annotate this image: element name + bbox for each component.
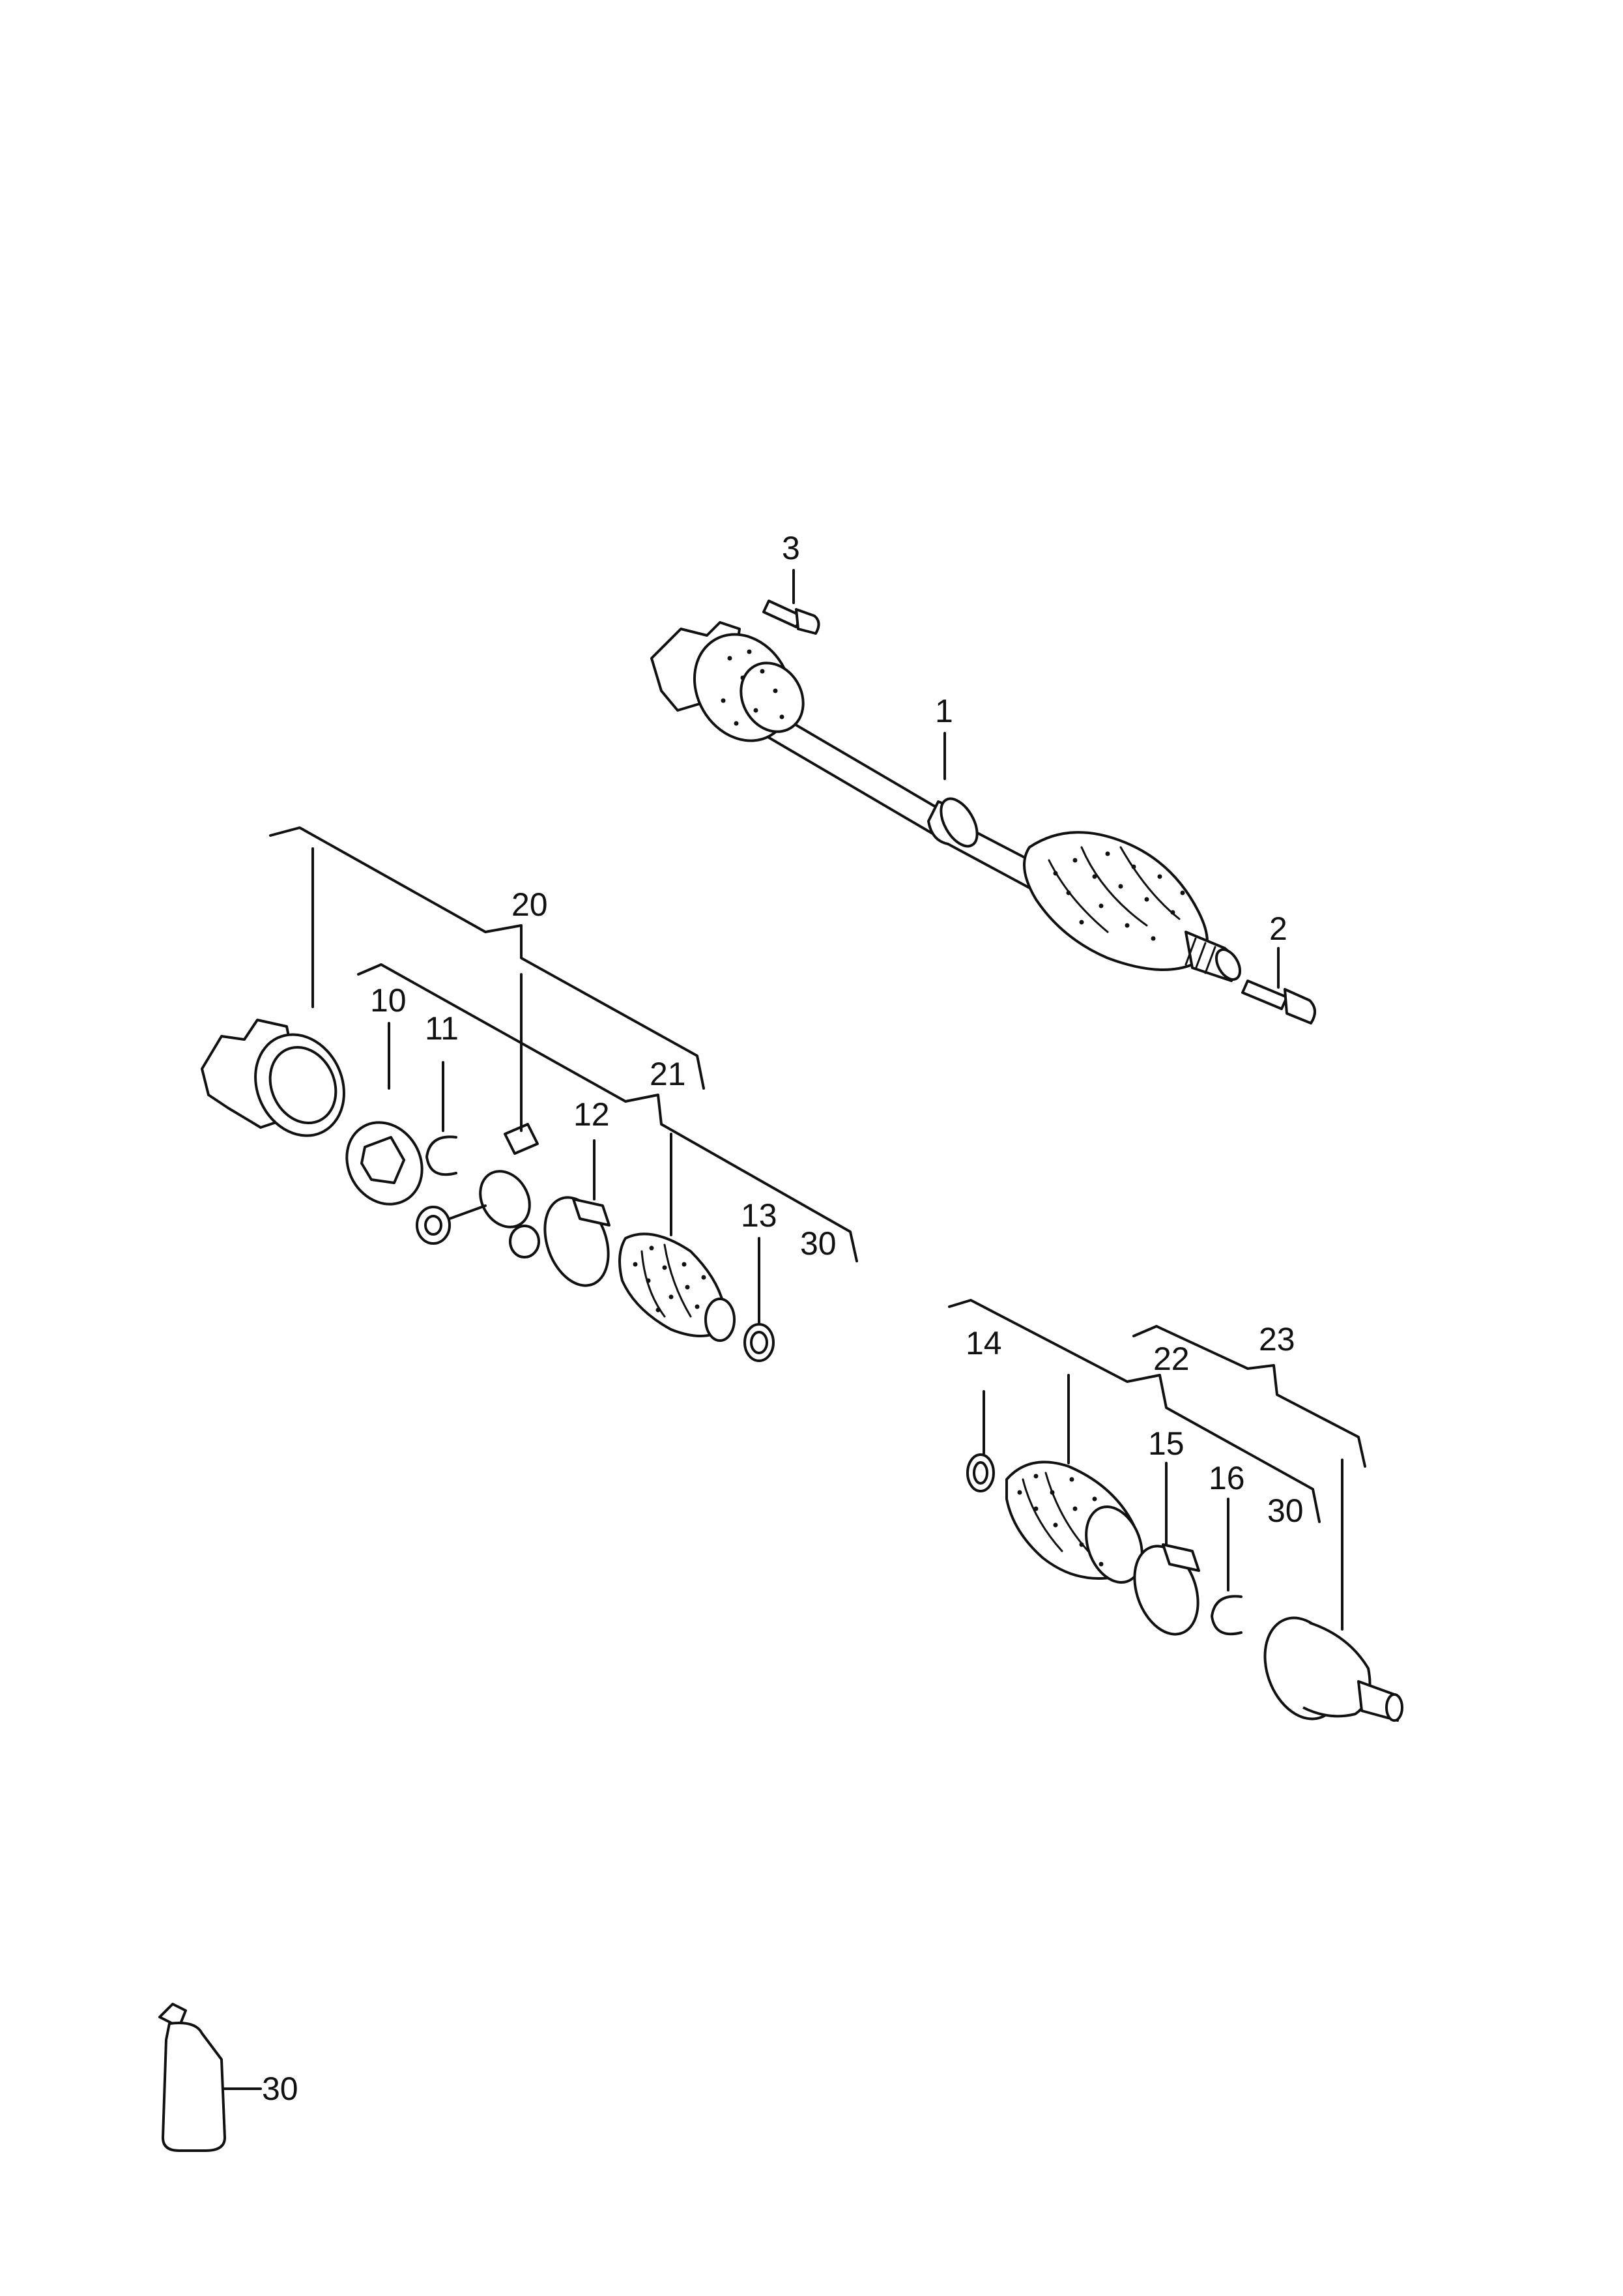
callout-12: 12	[573, 1096, 610, 1133]
bolt-2-icon	[1241, 980, 1316, 1024]
callout-23: 23	[1259, 1321, 1295, 1358]
callout-30-inner: 30	[800, 1225, 837, 1262]
outer-boot-icon	[1005, 1460, 1143, 1584]
part-12-clamp-icon	[543, 1196, 610, 1287]
part-10-seal-icon	[345, 1121, 424, 1206]
callout-21: 21	[650, 1056, 686, 1092]
outer-cv-joint-icon	[1263, 1616, 1403, 1722]
callout-30-outer: 30	[1267, 1492, 1304, 1529]
callout-22: 22	[1153, 1341, 1190, 1377]
part-13-clamp-icon	[743, 1323, 775, 1362]
callout-15: 15	[1148, 1425, 1185, 1462]
inner-boot-icon	[618, 1232, 736, 1342]
callout-11: 11	[425, 1010, 459, 1047]
part-11-circlip-icon	[425, 1135, 457, 1176]
callout-16: 16	[1209, 1460, 1245, 1496]
bolt-3-icon	[762, 600, 820, 635]
grease-tube-icon	[158, 2003, 226, 2152]
callout-2: 2	[1269, 910, 1287, 947]
inner-joint-housing-icon	[201, 1019, 345, 1137]
callout-10: 10	[370, 982, 407, 1019]
callout-3: 3	[782, 530, 800, 566]
callout-labels: 3 1 2 20 10 11 21 12 13 30 23 14 22 15 1…	[262, 530, 1304, 2107]
drive-shaft-assembly	[650, 621, 1242, 982]
callout-14: 14	[966, 1325, 1002, 1361]
tripod-joint-icon	[416, 1123, 540, 1258]
callout-20: 20	[511, 886, 548, 923]
part-15-clamp-icon	[1133, 1543, 1200, 1636]
part-14-clamp-icon	[966, 1453, 995, 1492]
part-16-circlip-icon	[1211, 1595, 1242, 1636]
callout-30-grease: 30	[262, 2071, 298, 2107]
leader-lines	[223, 569, 1366, 2090]
callout-13: 13	[741, 1197, 777, 1234]
callout-1: 1	[935, 693, 953, 729]
